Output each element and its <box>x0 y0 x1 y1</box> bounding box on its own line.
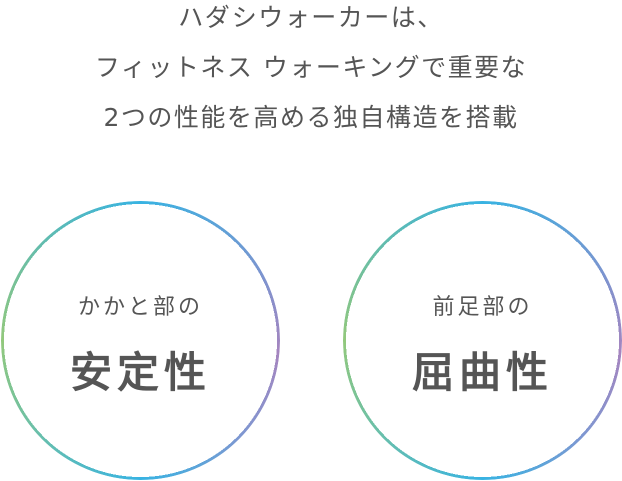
headline-line-3: 2つの性能を高める独自構造を搭載 <box>103 103 519 132</box>
feature-sub-label: 前足部の <box>432 295 533 320</box>
headline-line-2: フィットネス ウォーキングで重要な <box>94 53 528 82</box>
feature-circle-heel-stability: かかと部の 安定性 <box>1 201 280 480</box>
feature-sub-label: かかと部の <box>77 295 203 320</box>
feature-main-label: 屈曲性 <box>411 348 553 397</box>
gradient-ring <box>1 201 280 480</box>
gradient-ring <box>343 201 622 480</box>
feature-main-label: 安定性 <box>69 348 211 397</box>
feature-circle-forefoot-flexibility: 前足部の 屈曲性 <box>343 201 622 480</box>
headline-line-1: ハダシウォーカーは、 <box>178 3 444 32</box>
